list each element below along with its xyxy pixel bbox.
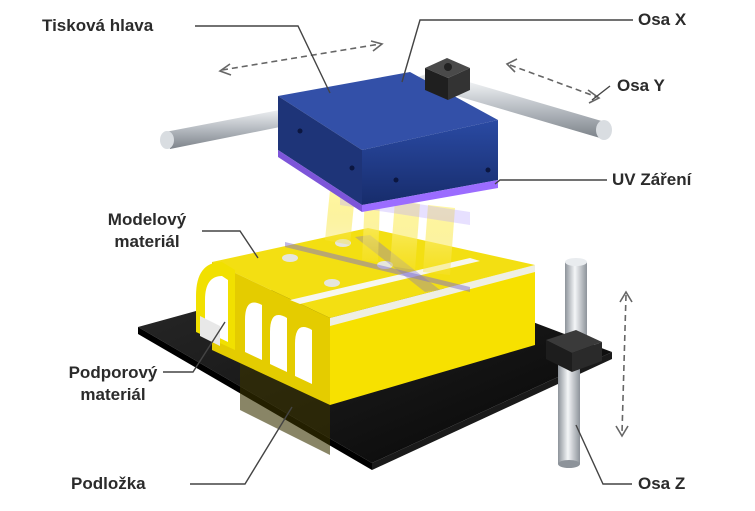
label-model-line2: materiál	[114, 232, 180, 251]
label-substrate: Podložka	[71, 474, 146, 493]
label-model-material: Modelový materiál	[92, 209, 202, 253]
label-support-line2: materiál	[80, 385, 146, 404]
label-support-material: Podporový materiál	[58, 362, 168, 406]
y-axis-rail	[425, 58, 612, 140]
label-support-line1: Podporový	[68, 363, 158, 382]
leader-lines	[163, 19, 633, 485]
label-axis-x: Osa X	[638, 10, 687, 29]
label-uv: UV Záření	[612, 170, 692, 189]
z-axis-rod	[546, 258, 602, 468]
print-head	[278, 72, 498, 212]
motion-arrows	[218, 40, 633, 438]
support-material-part	[196, 262, 312, 384]
label-axis-z: Osa Z	[638, 474, 686, 493]
label-print-head: Tisková hlava	[42, 16, 154, 35]
label-model-line1: Modelový	[107, 210, 187, 229]
label-axis-y: Osa Y	[617, 76, 665, 95]
